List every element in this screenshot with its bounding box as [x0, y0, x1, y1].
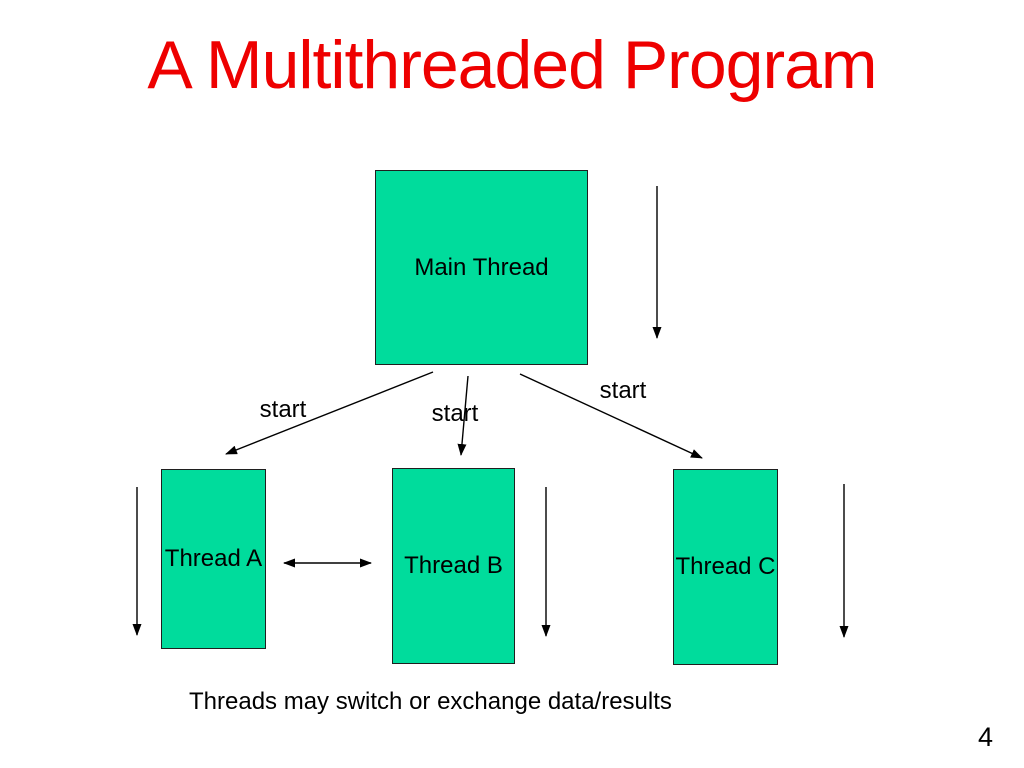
main-thread-box: Main Thread: [375, 170, 588, 365]
main-thread-label: Main Thread: [414, 253, 549, 281]
slide-title: A Multithreaded Program: [147, 27, 877, 103]
start-label-b: start: [431, 400, 479, 427]
thread-b-label: Thread B: [404, 552, 503, 579]
thread-a-label: Thread A: [164, 545, 263, 572]
thread-b-box: Thread B: [392, 468, 515, 664]
page-number: 4: [977, 722, 993, 752]
thread-a-box: Thread A: [161, 469, 266, 649]
footer-note: Threads may switch or exchange data/resu…: [189, 688, 672, 715]
start-label-c: start: [599, 377, 647, 404]
start-arrow-main-to-thread-a-icon: [225, 371, 434, 455]
start-label-a: start: [259, 396, 307, 423]
thread-c-label: Thread C: [675, 553, 776, 580]
thread-c-box: Thread C: [673, 469, 778, 665]
